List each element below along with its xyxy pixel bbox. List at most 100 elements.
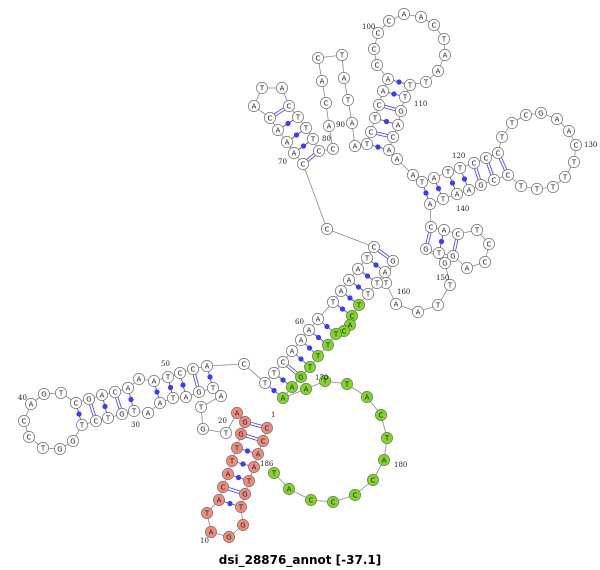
nucleotide-letter: G [442, 259, 447, 267]
nucleotide-letter: T [131, 407, 137, 415]
nucleotide-letter: T [330, 298, 336, 306]
nucleotide: T [37, 442, 49, 454]
nucleotide: A [277, 392, 289, 404]
nucleotide: T [259, 377, 271, 389]
pair-dot [423, 190, 429, 196]
nucleotide: A [288, 147, 300, 159]
nucleotide-letter: T [295, 113, 301, 121]
nucleotide: G [237, 519, 249, 531]
nucleotide: G [54, 443, 66, 455]
nucleotide: T [76, 419, 88, 431]
nucleotide-letter: C [94, 417, 99, 425]
nucleotide: T [547, 181, 559, 193]
nucleotide-letter: T [550, 183, 556, 191]
nucleotide: C [570, 139, 582, 151]
nucleotide: G [197, 423, 209, 435]
nucleotide: C [277, 356, 289, 368]
nucleotide-letter: G [450, 252, 455, 260]
nucleotide: A [451, 188, 463, 200]
nucleotide: A [148, 375, 160, 387]
nucleotide: A [201, 360, 213, 372]
nucleotide: T [336, 49, 348, 61]
nucleotide-letter: A [465, 264, 470, 272]
nucleotide-letter: G [240, 521, 245, 529]
nucleotide-letter: A [287, 485, 292, 493]
nucleotide: A [391, 153, 403, 165]
nucleotide-letter: T [105, 414, 111, 422]
nucleotide-letter: T [339, 51, 345, 59]
nucleotide: A [222, 468, 234, 480]
nucleotide-letter: G [200, 425, 205, 433]
nucleotide-letter: C [483, 258, 488, 266]
nucleotide: T [432, 299, 444, 311]
nucleotide-letter: G [41, 390, 46, 398]
nucleotide: C [365, 126, 377, 138]
nucleotide: C [261, 422, 273, 434]
pair-dot [438, 238, 445, 245]
nucleotide-letter: T [345, 96, 351, 104]
nucleotide: G [239, 416, 251, 428]
nucleotide: C [327, 496, 339, 508]
nucleotide-letter: A [555, 115, 560, 123]
pair-dot [435, 185, 442, 192]
nucleotide-letter: A [256, 450, 261, 458]
nucleotide-letter: T [441, 35, 447, 43]
nucleotide: C [488, 174, 500, 186]
nucleotide: C [492, 147, 504, 159]
nucleotide: A [361, 391, 373, 403]
nucleotide: A [213, 494, 225, 506]
nucleotide-letter: T [246, 477, 252, 485]
nucleotide-letter: T [165, 373, 171, 381]
nucleotide: C [18, 415, 30, 427]
nucleotide: G [239, 488, 251, 500]
nucleotide-letter: C [268, 114, 273, 122]
nucleotide-letter: A [353, 142, 358, 150]
nucleotide-letter: A [226, 470, 231, 478]
nucleotide: G [475, 179, 487, 191]
nucleotide-letter: A [348, 321, 353, 329]
nucleotides: CCAATGTGGATACATTGGATGTATGATAATGTCTGGTCCA… [18, 8, 582, 543]
nucleotide: C [367, 474, 379, 486]
position-label: 150 [436, 274, 449, 282]
nucleotide: A [215, 390, 227, 402]
nucleotide: T [444, 279, 456, 291]
nucleotide-letter: T [271, 369, 277, 377]
pair-dot [293, 132, 300, 138]
nucleotide-letter: G [423, 245, 428, 253]
nucleotide-letter: C [372, 45, 377, 53]
nucleotide-letter: A [217, 496, 222, 504]
position-label: 60 [295, 318, 304, 326]
nucleotide-letter: C [350, 312, 355, 320]
nucleotide: C [109, 386, 121, 398]
nucleotide-letter: T [435, 301, 441, 309]
nucleotide: A [295, 334, 307, 346]
nucleotide: T [438, 33, 450, 45]
nucleotide: C [297, 158, 309, 170]
nucleotide: A [312, 313, 324, 325]
nucleotide: A [154, 397, 166, 409]
nucleotide: T [362, 288, 374, 300]
position-label: 10 [200, 537, 209, 545]
nucleotide-letter: A [252, 102, 257, 110]
nucleotide: G [535, 107, 547, 119]
nucleotide-letter: T [402, 93, 408, 101]
nucleotide-letter: A [299, 336, 304, 344]
pair-dot [339, 306, 346, 312]
nucleotide: T [243, 475, 255, 487]
nucleotide: A [390, 298, 402, 310]
position-label: 130 [584, 141, 597, 149]
nucleotide-letter: T [419, 178, 425, 186]
nucleotide-letter: T [440, 195, 446, 203]
nucleotide-letter: G [242, 490, 247, 498]
nucleotide-letter: A [205, 362, 210, 370]
nucleotide: C [520, 109, 532, 121]
nucleotide: C [174, 367, 186, 379]
nucleotide-letter: A [316, 315, 321, 323]
pair-dot [355, 284, 362, 290]
nucleotide-letter: T [40, 444, 46, 452]
nucleotide: C [187, 363, 199, 375]
nucleotide-letter: T [58, 389, 64, 397]
nucleotide-letter: C [242, 360, 247, 368]
nucleotide-letter: A [365, 393, 370, 401]
